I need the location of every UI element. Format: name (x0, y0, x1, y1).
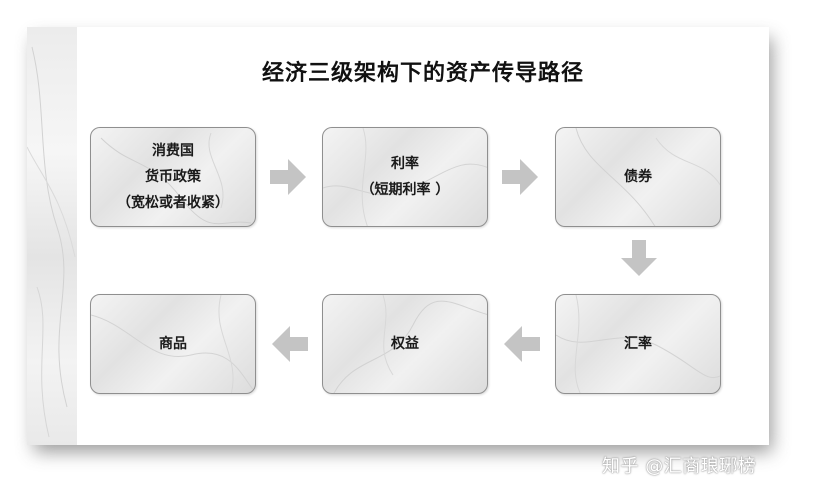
box-commodity: 商品 (90, 294, 256, 394)
box-interest-rate-line2: （短期利率 ） (360, 182, 450, 198)
diagram-title: 经济三级架构下的资产传导路径 (261, 61, 584, 86)
box-monetary-policy-line3: （宽松或者收紧） (117, 195, 229, 211)
box-exchange-rate: 汇率 (555, 294, 721, 394)
box-equity-line1: 权益 (391, 336, 419, 352)
watermark: 知乎 @汇商琅琊榜 (602, 456, 757, 477)
box-monetary-policy: 消费国 货币政策 （宽松或者收紧） (90, 127, 256, 227)
arrow-left-icon (272, 326, 308, 362)
box-bond: 债券 (555, 127, 721, 227)
slide: 经济三级架构下的资产传导路径 消费国 货币政策 （宽松或者收紧） 利率 （短期利… (27, 27, 769, 445)
marble-strip (27, 27, 77, 445)
box-monetary-policy-line1: 消费国 (152, 143, 194, 159)
arrow-left-icon (504, 326, 540, 362)
box-commodity-line1: 商品 (159, 336, 187, 352)
box-monetary-policy-line2: 货币政策 (145, 169, 201, 185)
arrow-right-icon (502, 159, 538, 195)
marble-veins (27, 46, 76, 438)
box-bond-line1: 债券 (624, 169, 652, 185)
box-equity: 权益 (322, 294, 488, 394)
arrow-right-icon (270, 159, 306, 195)
box-interest-rate: 利率 （短期利率 ） (322, 127, 488, 227)
box-interest-rate-line1: 利率 (391, 156, 419, 172)
arrow-down-icon (621, 240, 657, 276)
box-exchange-rate-line1: 汇率 (624, 336, 652, 352)
